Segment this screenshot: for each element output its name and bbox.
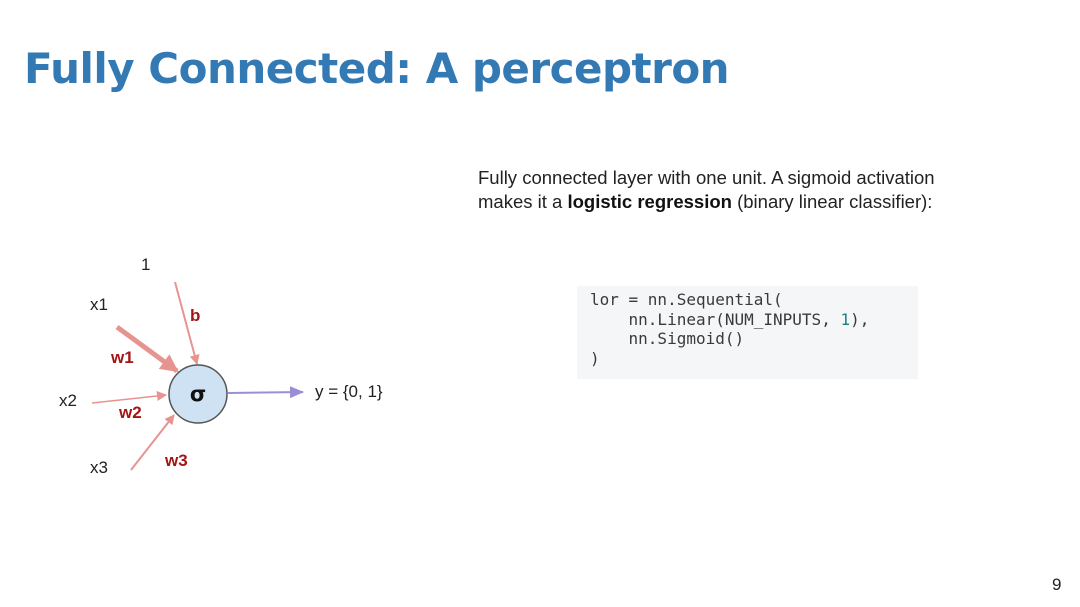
code-number-literal: 1 (840, 309, 851, 329)
description-text: Fully connected layer with one unit. A s… (478, 166, 1038, 214)
page-number: 9 (1052, 575, 1062, 594)
weight-w2-label: w2 (118, 403, 142, 422)
input-x3-label: x3 (90, 458, 108, 477)
input-x1-label: x1 (90, 295, 108, 314)
bias-input-label: 1 (141, 255, 150, 274)
logistic-regression-term: logistic regression (567, 191, 732, 212)
description-line-1: Fully connected layer with one unit. A s… (478, 167, 935, 188)
output-arrow (227, 386, 304, 399)
code-line-4: ) (590, 348, 600, 368)
output-label: y = {0, 1} (315, 382, 383, 401)
sigma-symbol: σ (190, 382, 206, 406)
w2-arrow (91, 390, 167, 404)
weight-w3-label: w3 (164, 451, 188, 470)
slide-title: Fully Connected: A perceptron (24, 44, 730, 93)
description-line-2: makes it a logistic regression (binary l… (478, 191, 933, 212)
code-snippet: lor = nn.Sequential( nn.Linear(NUM_INPUT… (577, 286, 918, 379)
w1-arrow (115, 324, 179, 374)
w3-arrow (130, 414, 175, 471)
bias-arrow (174, 281, 200, 365)
code-line-1: lor = nn.Sequential( (590, 290, 783, 309)
weight-w1-label: w1 (110, 348, 134, 367)
code-line-3: nn.Sigmoid() (590, 329, 745, 348)
code-text: lor = nn.Sequential( nn.Linear(NUM_INPUT… (590, 290, 918, 368)
bias-weight-label: b (190, 306, 200, 325)
code-line-2: nn.Linear(NUM_INPUTS, 1), (590, 309, 870, 329)
neuron-node (168, 364, 228, 424)
input-x2-label: x2 (59, 391, 77, 410)
